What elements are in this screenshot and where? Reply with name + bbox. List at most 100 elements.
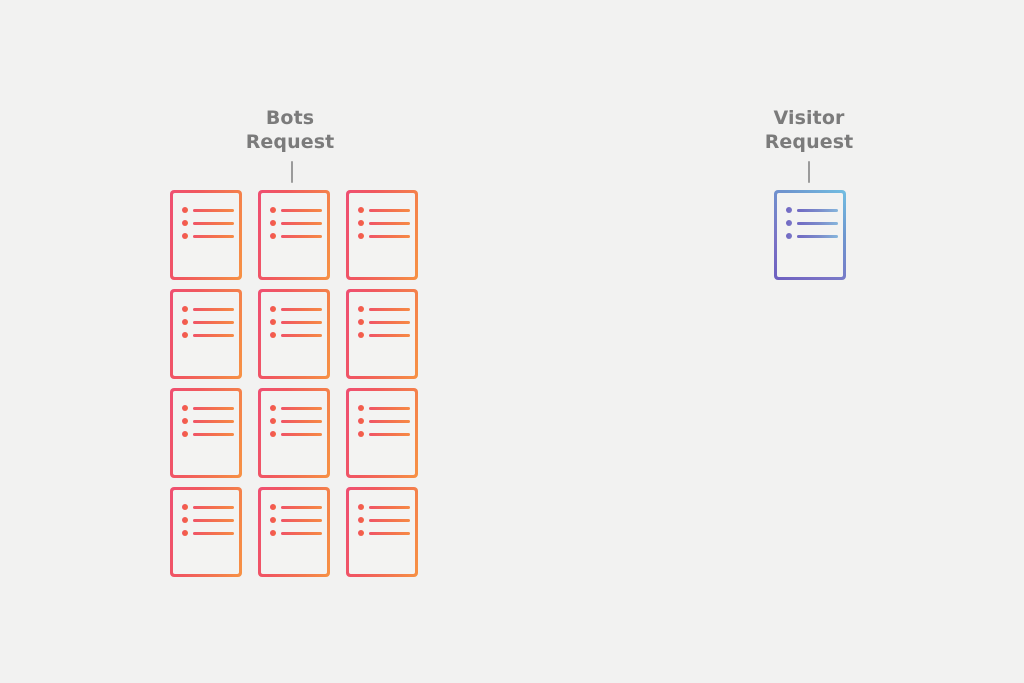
list-line <box>281 208 322 212</box>
card-body <box>349 490 415 574</box>
visitor-request-card-grid <box>774 190 846 280</box>
card-body <box>261 391 327 475</box>
list-bullet-icon <box>270 233 276 239</box>
document-list-icon <box>270 504 322 536</box>
list-row <box>358 306 410 312</box>
list-bullet-icon <box>358 517 364 523</box>
list-line <box>369 518 410 522</box>
list-bullet-icon <box>182 418 188 424</box>
list-line <box>369 208 410 212</box>
list-row <box>182 207 234 213</box>
list-line <box>369 419 410 423</box>
bots-request-card[interactable] <box>346 190 418 280</box>
document-list-icon <box>786 207 838 239</box>
list-line <box>193 518 234 522</box>
list-bullet-icon <box>182 530 188 536</box>
bots-request-label: Bots Request <box>245 107 335 153</box>
list-bullet-icon <box>270 332 276 338</box>
visitor-request-label: Visitor Request <box>764 107 854 153</box>
card-body <box>349 391 415 475</box>
list-row <box>358 233 410 239</box>
document-list-icon <box>358 207 410 239</box>
list-row <box>182 405 234 411</box>
document-list-icon <box>270 306 322 338</box>
list-bullet-icon <box>358 504 364 510</box>
visitor-connector-line <box>808 161 810 183</box>
list-line <box>193 531 234 535</box>
list-bullet-icon <box>182 207 188 213</box>
list-bullet-icon <box>270 207 276 213</box>
bots-request-card[interactable] <box>170 487 242 577</box>
bots-request-card[interactable] <box>258 388 330 478</box>
list-line <box>369 432 410 436</box>
list-bullet-icon <box>182 233 188 239</box>
list-line <box>369 320 410 324</box>
list-row <box>270 405 322 411</box>
list-bullet-icon <box>270 517 276 523</box>
list-row <box>270 530 322 536</box>
list-bullet-icon <box>358 405 364 411</box>
list-line <box>193 333 234 337</box>
card-body <box>261 193 327 277</box>
visitor-request-card[interactable] <box>774 190 846 280</box>
list-row <box>270 332 322 338</box>
bots-request-card[interactable] <box>346 388 418 478</box>
list-line <box>369 531 410 535</box>
list-line <box>193 406 234 410</box>
list-row <box>182 530 234 536</box>
document-list-icon <box>270 405 322 437</box>
list-line <box>281 320 322 324</box>
list-row <box>270 431 322 437</box>
list-line <box>193 234 234 238</box>
list-line <box>193 419 234 423</box>
list-line <box>797 208 838 212</box>
list-line <box>369 221 410 225</box>
list-row <box>358 431 410 437</box>
bots-request-card[interactable] <box>258 289 330 379</box>
bots-request-card[interactable] <box>258 487 330 577</box>
list-row <box>182 418 234 424</box>
list-bullet-icon <box>270 504 276 510</box>
list-bullet-icon <box>182 517 188 523</box>
list-row <box>270 233 322 239</box>
list-bullet-icon <box>270 220 276 226</box>
list-line <box>369 406 410 410</box>
list-bullet-icon <box>358 319 364 325</box>
bots-request-card[interactable] <box>346 487 418 577</box>
list-row <box>358 332 410 338</box>
list-row <box>182 431 234 437</box>
list-bullet-icon <box>182 405 188 411</box>
list-line <box>369 234 410 238</box>
list-row <box>786 233 838 239</box>
bots-request-card[interactable] <box>170 388 242 478</box>
list-bullet-icon <box>182 319 188 325</box>
bots-connector-line <box>291 161 293 183</box>
card-body <box>261 292 327 376</box>
bots-request-card[interactable] <box>170 289 242 379</box>
list-row <box>358 405 410 411</box>
list-line <box>281 221 322 225</box>
bots-request-card-grid <box>170 190 418 577</box>
list-row <box>182 233 234 239</box>
list-line <box>369 307 410 311</box>
list-line <box>281 406 322 410</box>
list-row <box>358 530 410 536</box>
list-bullet-icon <box>270 405 276 411</box>
list-line <box>193 208 234 212</box>
list-row <box>182 332 234 338</box>
list-bullet-icon <box>182 332 188 338</box>
list-row <box>182 517 234 523</box>
document-list-icon <box>182 306 234 338</box>
document-list-icon <box>182 207 234 239</box>
list-row <box>358 504 410 510</box>
bots-request-card[interactable] <box>346 289 418 379</box>
list-bullet-icon <box>358 431 364 437</box>
list-line <box>369 505 410 509</box>
bots-request-card[interactable] <box>258 190 330 280</box>
list-row <box>786 207 838 213</box>
list-row <box>270 517 322 523</box>
list-row <box>358 517 410 523</box>
list-line <box>281 234 322 238</box>
bots-request-card[interactable] <box>170 190 242 280</box>
